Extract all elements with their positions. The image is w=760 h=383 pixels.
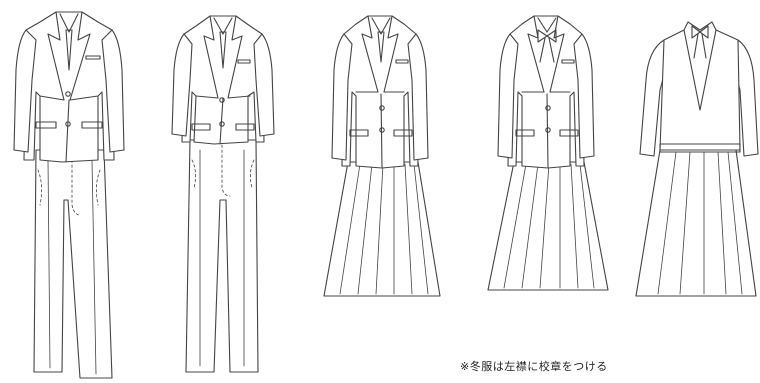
figure-male-blazer-wide-trousers xyxy=(13,11,125,379)
winter-uniform-badge-note: ※冬服は左襟に校章をつける xyxy=(460,360,608,373)
figure-female-vest-skirt xyxy=(635,21,759,297)
figure-female-blazer-skirt-tie xyxy=(323,15,441,297)
figure-male-blazer-slim-trousers xyxy=(171,15,275,373)
figure-female-blazer-skirt-ribbon xyxy=(487,15,609,291)
